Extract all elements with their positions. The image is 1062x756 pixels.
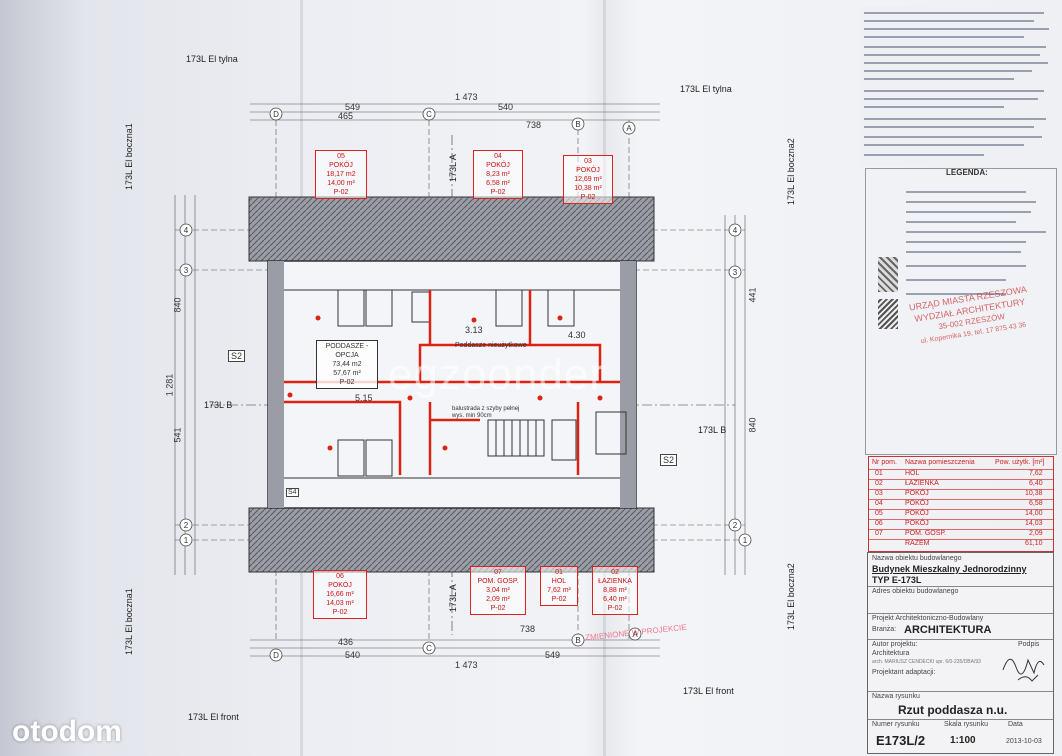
dimension: 549 [545,650,561,660]
svg-text:A: A [626,124,632,133]
object-name: Budynek Mieszkalny Jednorodzinny [872,564,1027,574]
dimension: 1 473 [455,660,478,670]
elevation-label: 173L El front [683,686,734,696]
svg-text:B: B [575,636,580,645]
dimension: 441 [747,287,758,303]
dimension: 738 [520,624,536,634]
section-marker: S4 [286,488,299,497]
dimension: 549 [345,102,361,112]
area-table: Nr pom. Nazwa pomieszczenia Pow. użytk. … [868,456,1054,552]
level-mark: 4.30 [568,330,586,340]
dimension: 540 [498,102,514,112]
svg-text:4: 4 [733,226,738,235]
branch-value: ARCHITEKTURA [904,624,992,636]
author-name: arch. MARIUSZ CENDECKI upr. 6/0-235/DBA/… [872,659,981,665]
svg-text:C: C [426,644,432,653]
elevation-label: 173L El tylna [680,84,732,94]
svg-text:3: 3 [184,266,189,275]
dimension: 738 [526,120,542,130]
dimension: 436 [338,637,354,647]
object-label: Nazwa obiektu budowlanego [872,555,962,562]
dimension: 541 [172,427,183,443]
attic-usable-label: Poddasze nieużytkowe [455,342,527,349]
drawing-scale: 1:100 [950,735,976,746]
balustrade-note: balustrada z szyby pełnej wys. min 90cm [452,406,520,419]
project-label: Projekt Architektoniczno-Budowlany [872,615,984,622]
author-label: Autor projektu: [872,641,918,648]
drawing-date: 2013-10-03 [1006,738,1042,745]
elevation-label: 173L El boczna1 [124,123,134,190]
elevation-label: 173L El boczna2 [786,563,796,630]
svg-text:B: B [575,120,580,129]
legend: LEGENDA: [865,168,1057,455]
elevation-label: 173L El tylna [186,54,238,64]
section-label: 173L B [204,400,233,410]
dimension: 840 [172,297,183,313]
svg-text:A: A [632,630,638,639]
dimension: 840 [747,417,758,433]
svg-text:2: 2 [733,521,738,530]
dimension: 465 [338,111,354,121]
date-label: Data [1008,721,1023,728]
section-label: 173L B [698,425,727,435]
level-mark: 5.15 [355,393,373,403]
general-notes [860,6,1055,166]
svg-text:2: 2 [184,521,189,530]
watermark: egzoonder [388,350,605,399]
drawing-label: Nazwa rysunku [872,693,920,700]
address-label: Adres obiektu budowlanego [872,588,959,595]
table-header: Nr pom. Nazwa pomieszczenia Pow. użytk. … [872,459,1045,466]
section-label: 173L A [448,584,458,612]
svg-text:D: D [273,651,279,660]
drawing-no-label: Numer rysunku [872,721,920,728]
elevation-label: 173L El boczna1 [124,588,134,655]
adapter-label: Projektant adaptacji: [872,669,936,676]
legend-title: LEGENDA: [946,168,988,177]
dimension: 1 473 [455,92,478,102]
elevation-label: 173L El boczna2 [786,138,796,205]
svg-text:3: 3 [733,268,738,277]
svg-text:1: 1 [743,536,748,545]
level-mark: 3.13 [465,325,483,335]
title-block: Nazwa obiektu budowlanego Budynek Mieszk… [867,552,1054,754]
drawing-number: E173L/2 [876,733,926,748]
svg-text:1: 1 [184,536,189,545]
svg-text:4: 4 [184,226,189,235]
signature-label: Podpis [1018,641,1040,648]
signature [1002,658,1045,682]
author-role: Architektura [872,650,910,657]
svg-text:D: D [273,110,279,119]
svg-text:C: C [426,110,432,119]
otodom-logo: otodom [12,715,122,748]
dimension: 540 [345,650,361,660]
object-type: TYP E-173L [872,575,922,585]
dimension: 1 281 [164,373,175,397]
section-label: 173L A [448,154,458,182]
branch-label: Branża: [872,626,897,633]
scale-label: Skala rysunku [944,721,988,728]
section-marker: S2 [228,350,246,362]
section-marker: S2 [660,454,678,466]
drawing-name: Rzut poddasza n.u. [898,703,1008,717]
elevation-label: 173L El front [188,712,239,722]
